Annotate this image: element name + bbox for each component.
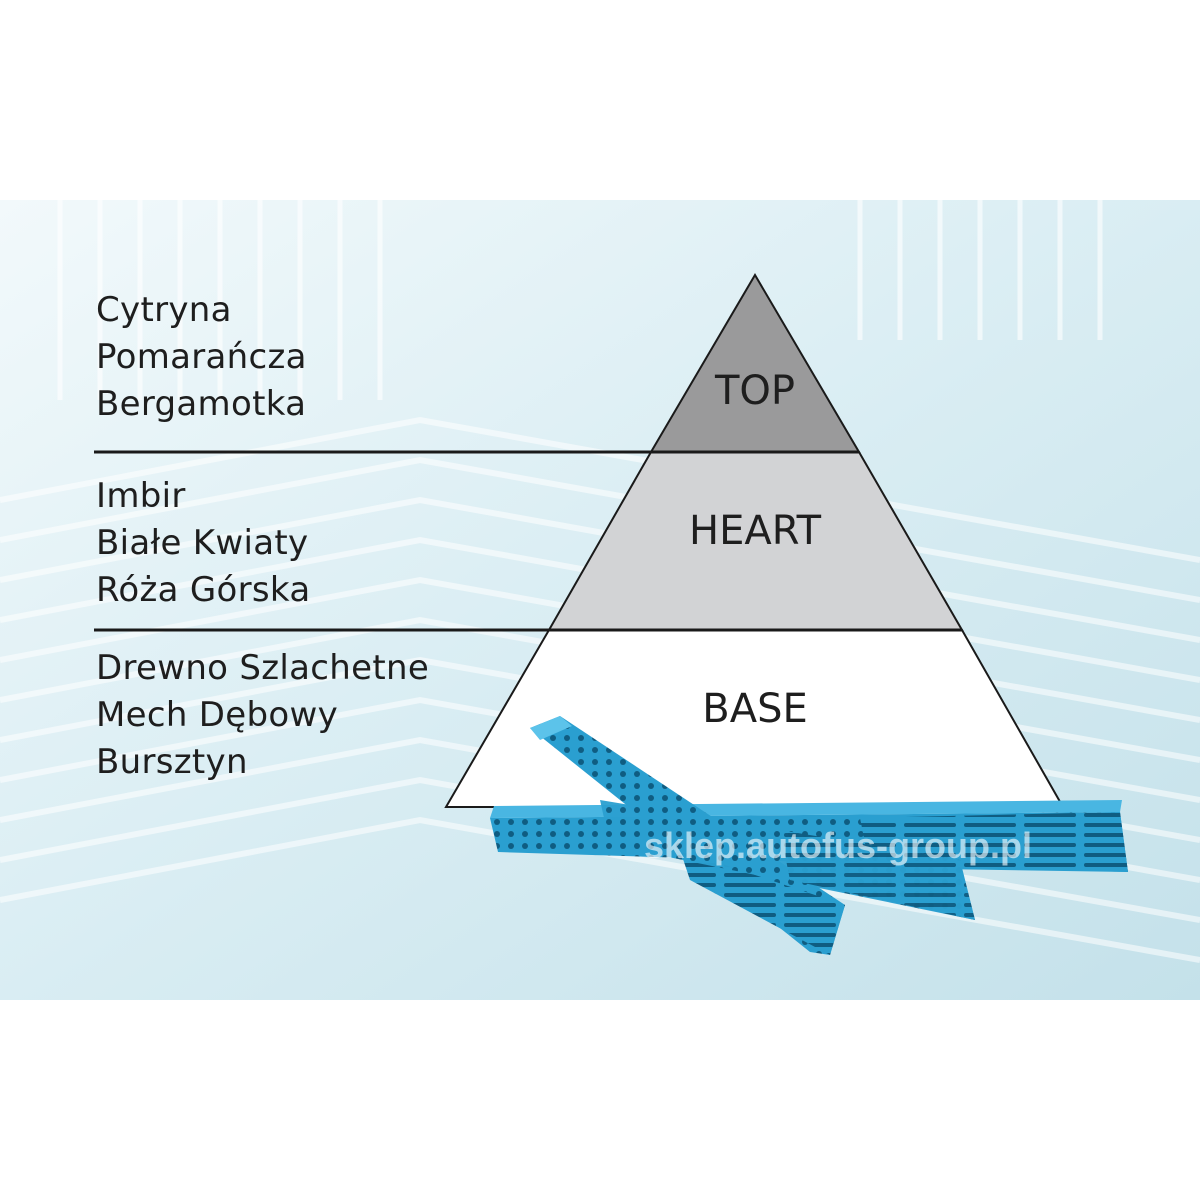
pyramid-tier-top [649, 273, 861, 453]
note-item: Róża Górska [96, 570, 311, 610]
base-notes-list: Drewno Szlachetne Mech Dębowy Bursztyn [96, 645, 429, 786]
heart-notes-list: Imbir Białe Kwiaty Róża Górska [96, 473, 310, 614]
tier-label-heart: HEART [689, 508, 822, 554]
note-item: Bergamotka [96, 384, 307, 424]
note-item: Cytryna [96, 290, 232, 330]
tier-label-base: BASE [702, 686, 807, 732]
top-notes-list: Cytryna Pomarańcza Bergamotka [96, 287, 307, 428]
note-item: Białe Kwiaty [96, 523, 309, 563]
note-item: Bursztyn [96, 742, 248, 782]
note-item: Mech Dębowy [96, 695, 339, 735]
note-item: Drewno Szlachetne [96, 648, 430, 688]
tier-label-top: TOP [714, 368, 795, 414]
note-item: Imbir [96, 476, 186, 516]
note-item: Pomarańcza [96, 337, 307, 377]
watermark-text: sklep.autofus-group.pl [644, 825, 1032, 866]
air-freshener-sticks-image [490, 716, 1128, 955]
background-band [0, 200, 1200, 1000]
